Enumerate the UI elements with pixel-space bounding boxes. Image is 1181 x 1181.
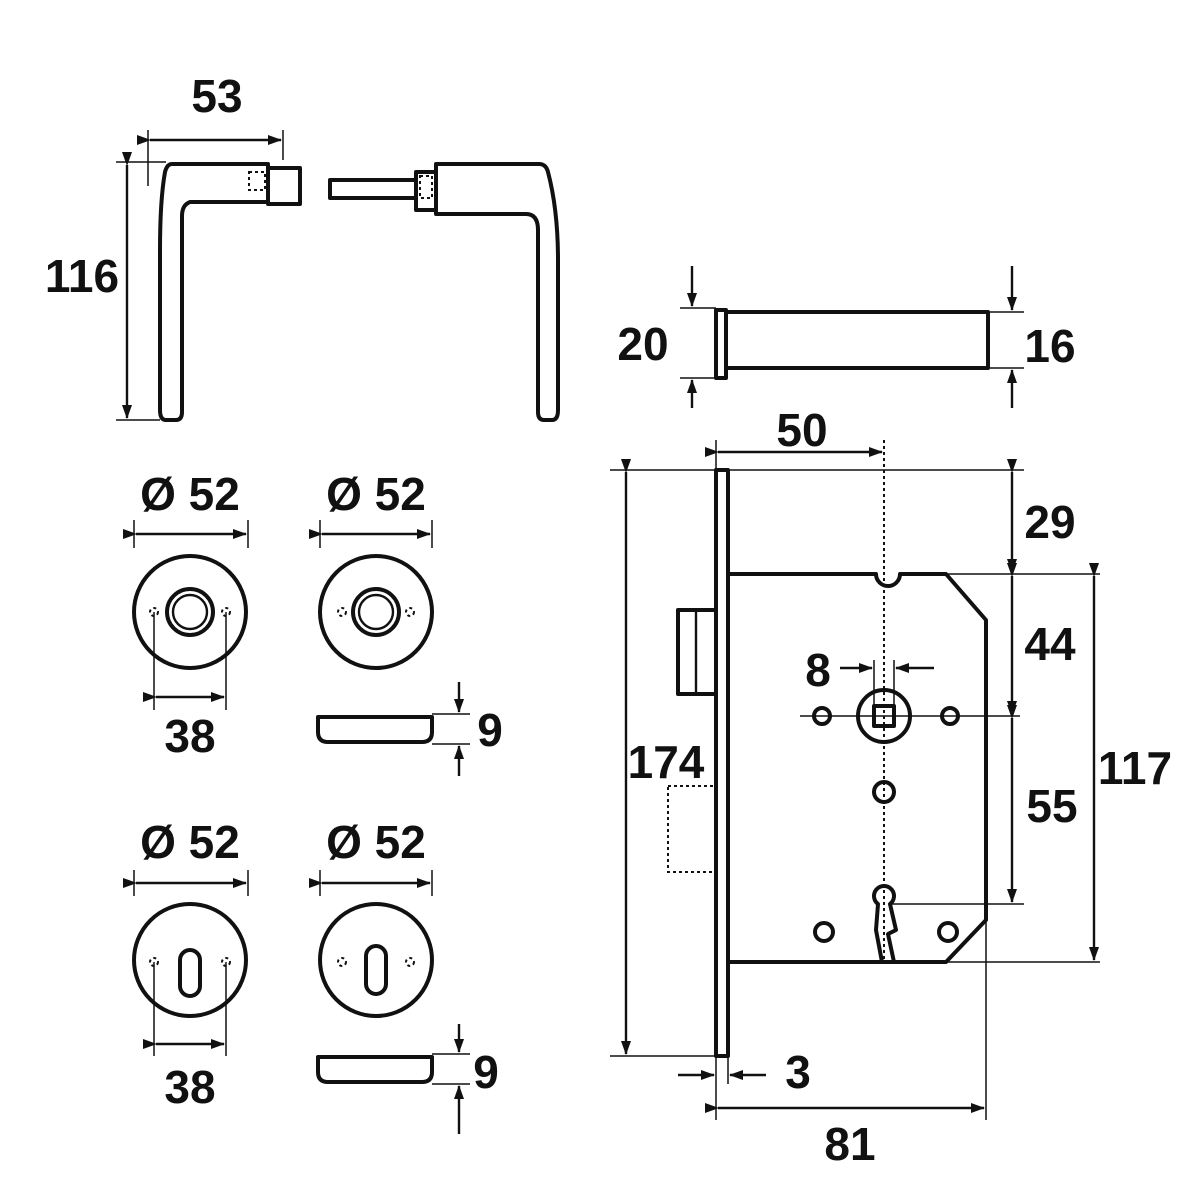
- dimension-rose-diameter-2: Ø 52: [309, 468, 433, 548]
- lever-rose-front: [132, 554, 248, 670]
- lever-rose-back: [318, 554, 434, 670]
- svg-text:44: 44: [1024, 618, 1076, 670]
- dimension-rose-thickness-1: 9: [432, 682, 503, 776]
- dimension-rose-thickness-2: 9: [432, 1024, 499, 1134]
- dimension-rose-diameter-1: Ø 52: [123, 468, 249, 548]
- svg-text:3: 3: [785, 1046, 811, 1098]
- dimension-rose-holes-1: 38: [143, 612, 227, 762]
- svg-text:29: 29: [1024, 496, 1075, 548]
- dimension-faceplate-thickness: 3: [678, 1046, 811, 1120]
- dimension-spindle-square: 8: [805, 644, 934, 706]
- svg-text:8: 8: [805, 644, 831, 696]
- svg-text:117: 117: [1098, 742, 1172, 794]
- lever-handle-left: [158, 162, 302, 422]
- key-escutcheon-front: [132, 902, 248, 1018]
- svg-text:20: 20: [617, 318, 668, 370]
- dimension-body-height: 117: [946, 563, 1172, 963]
- dimension-body-width: 81: [705, 920, 987, 1170]
- svg-text:116: 116: [45, 250, 119, 302]
- dimension-faceplate-length: 174: [610, 459, 716, 1057]
- dimension-rose-holes-2: 38: [143, 962, 227, 1113]
- lever-handle-right: [414, 162, 560, 422]
- dimension-rose-diameter-3: Ø 52: [123, 816, 249, 896]
- dimension-centre-distance: 55: [890, 705, 1078, 905]
- svg-text:Ø 52: Ø 52: [326, 816, 426, 868]
- mortise-lock-body: [667, 440, 1020, 1058]
- svg-text:Ø 52: Ø 52: [140, 816, 240, 868]
- svg-text:Ø 52: Ø 52: [326, 468, 426, 520]
- svg-text:9: 9: [473, 1046, 499, 1098]
- dimension-handle-height: 116: [45, 152, 166, 421]
- svg-text:174: 174: [628, 736, 705, 788]
- svg-text:38: 38: [164, 710, 215, 762]
- key-escutcheon-back: [318, 902, 434, 1018]
- svg-text:81: 81: [824, 1118, 875, 1170]
- dimension-backset: 50: [705, 404, 883, 470]
- svg-text:38: 38: [164, 1061, 215, 1113]
- svg-text:50: 50: [776, 404, 827, 456]
- svg-text:Ø 52: Ø 52: [140, 468, 240, 520]
- svg-text:53: 53: [191, 70, 242, 122]
- dimension-handle-width: 53: [137, 70, 284, 186]
- dimension-top-offset: 29: [728, 459, 1100, 575]
- svg-text:16: 16: [1024, 320, 1075, 372]
- dimension-spindle-outer: 20: [617, 266, 716, 408]
- rose-profile-2: [316, 1055, 434, 1084]
- svg-text:55: 55: [1026, 780, 1077, 832]
- dimension-spindle-inner: 16: [990, 266, 1076, 408]
- svg-text:9: 9: [477, 704, 503, 756]
- spindle-stub: [328, 178, 418, 200]
- dimension-rose-diameter-4: Ø 52: [309, 816, 433, 896]
- spindle-bar: [714, 308, 990, 380]
- dimension-follower-offset: 44: [1007, 563, 1076, 715]
- rose-profile-1: [316, 715, 434, 744]
